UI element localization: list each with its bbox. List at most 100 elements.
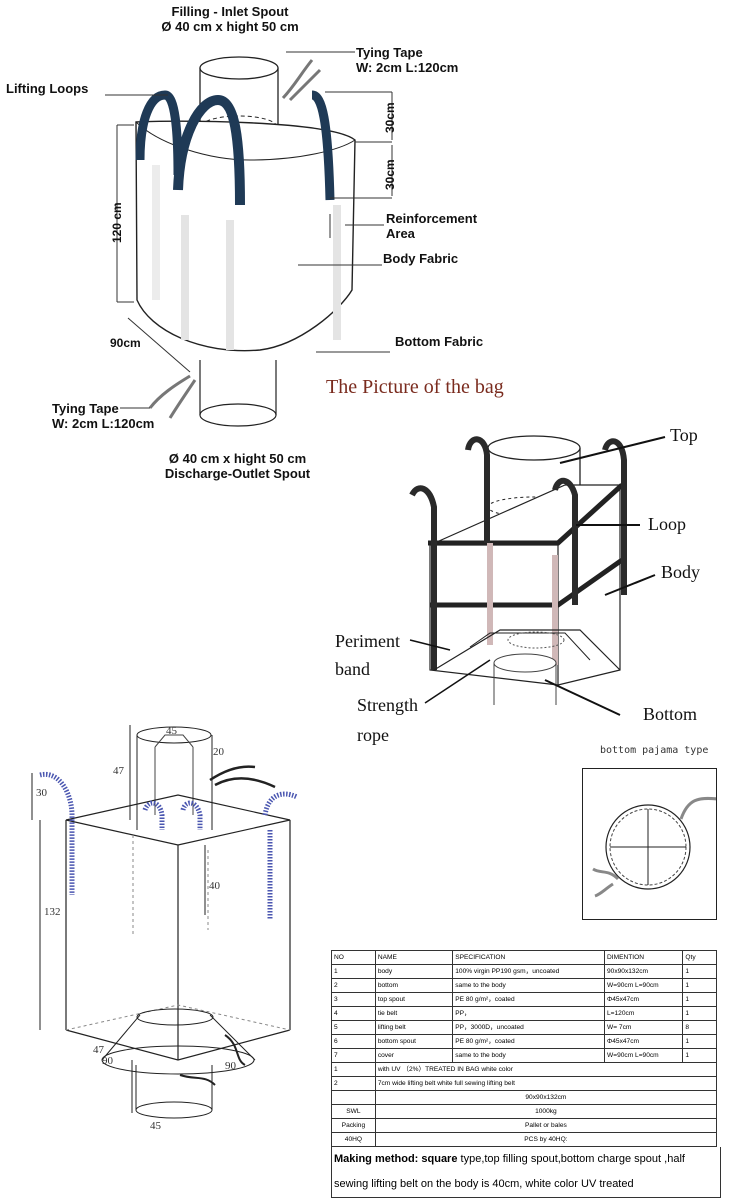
- label-top: Top: [670, 425, 698, 445]
- table-cell: 7cm wide lifting belt white full sewing …: [374, 1076, 718, 1091]
- reinforcement-label-area: Area: [386, 226, 415, 241]
- table-cell: 4: [331, 1006, 376, 1021]
- table-cell: bottom: [374, 978, 454, 993]
- bag-drawing-2: [409, 435, 666, 716]
- tying-tape-bottom-title: Tying Tape: [52, 401, 119, 416]
- table-cell: PP，3000D，uncoated: [452, 1020, 605, 1035]
- label-body: Body: [661, 562, 701, 582]
- making-method-text-1: type,top filling spout,bottom charge spo…: [457, 1153, 685, 1165]
- outlet-size: Ø 40 cm x hight 50 cm: [168, 451, 307, 466]
- tying-tape-top-title: Tying Tape: [356, 45, 423, 60]
- label-periment: Periment: [335, 631, 400, 651]
- dim-47-top: 47: [113, 765, 124, 777]
- table-header-cell: DIMENTION: [603, 950, 684, 965]
- table-cell: L=120cm: [603, 1006, 684, 1021]
- table-cell: 90x90x132cm: [603, 964, 684, 979]
- table-cell: with UV （2%）TREATED IN BAG white color: [374, 1062, 718, 1077]
- body-fabric-label: Body Fabric: [383, 251, 459, 266]
- dim-90: 90: [110, 336, 124, 350]
- table-cell: W= 7cm: [603, 1020, 684, 1035]
- table-cell: 6: [331, 1034, 376, 1049]
- table-cell: 1: [682, 964, 717, 979]
- table-cell: same to the body: [452, 1048, 605, 1063]
- table-cell: 100% virgin PP190 gsm，uncoated: [452, 964, 605, 979]
- dim-47-bottom: 47: [93, 1044, 104, 1056]
- table-cell: W=90cm L=90cm: [603, 978, 684, 993]
- bag-drawing-3: [31, 725, 299, 1119]
- table-cell: tie belt: [374, 1006, 454, 1021]
- table-cell: 1: [682, 978, 717, 993]
- label-strength-rope: rope: [357, 725, 389, 745]
- dim-30cm-upper: 30cm: [383, 102, 397, 133]
- table-cell: Pallet or bales: [374, 1118, 718, 1133]
- dim-30: 30: [36, 787, 47, 799]
- bag-diagram-labeled: Filling - Inlet Spout Ø 40 cm x hight 50…: [0, 0, 520, 490]
- table-cell: 2: [331, 978, 376, 993]
- inlet-title: Filling - Inlet Spout: [171, 4, 289, 19]
- dim-40: 40: [209, 880, 220, 892]
- pajama-diagram: [582, 768, 717, 920]
- picture-caption: The Picture of the bag: [326, 376, 504, 398]
- dim-45-top: 45: [166, 725, 177, 737]
- table-cell: 1: [682, 1034, 717, 1049]
- bag-drawing-1: [105, 51, 393, 427]
- table-header-cell: Qty: [682, 950, 717, 965]
- table-header-cell: NAME: [374, 950, 454, 965]
- table-cell: bottom spout: [374, 1034, 454, 1049]
- dim-90-right: 90: [225, 1060, 236, 1072]
- table-cell: 1000kg: [374, 1104, 718, 1119]
- making-method: Making method: square type,top filling s…: [331, 1147, 721, 1198]
- table-cell: 1: [331, 964, 376, 979]
- table-cell: PCS by 40HQ:: [374, 1132, 718, 1147]
- table-cell: SWL: [331, 1104, 376, 1119]
- table-header-row: NO NAME SPECIFICATION DIMENTION Qty: [331, 950, 717, 965]
- table-cell: 7: [331, 1048, 376, 1063]
- table-cell: Packing: [331, 1118, 376, 1133]
- table-cell: same to the body: [452, 978, 605, 993]
- dim-20: 20: [213, 746, 224, 758]
- pajama-label: bottom pajama type: [600, 745, 709, 756]
- dim-90-unit: cm: [123, 336, 141, 350]
- dim-132: 132: [44, 906, 61, 918]
- table-cell: PE 80 g/m²，coated: [452, 992, 605, 1007]
- making-method-label: Making method: square: [334, 1153, 458, 1165]
- table-cell: PE 80 g/m²，coated: [452, 1034, 605, 1049]
- bag-dimension-diagram: 45 20 47 30 40 132 47 90 90 45: [0, 715, 330, 1135]
- table-cell: 5: [331, 1020, 376, 1035]
- bag-structure-diagram: Top Loop Body Periment band Strength rop…: [330, 415, 750, 745]
- inlet-size: Ø 40 cm x hight 50 cm: [161, 19, 299, 34]
- table-cell: 1: [682, 992, 717, 1007]
- table-cell: lifting belt: [374, 1020, 454, 1035]
- label-periment-band: band: [335, 659, 370, 679]
- outlet-title: Discharge-Outlet Spout: [164, 466, 311, 481]
- dim-30cm-lower: 30cm: [383, 159, 397, 190]
- table-cell: 3: [331, 992, 376, 1007]
- table-cell: Φ45x47cm: [603, 992, 684, 1007]
- dim-90-left: 90: [102, 1055, 113, 1067]
- table-cell: Φ45x47cm: [603, 1034, 684, 1049]
- reinforcement-label: Reinforcement: [386, 211, 478, 226]
- bottom-fabric-label: Bottom Fabric: [395, 334, 484, 349]
- making-method-text-2: sewing lifting belt on the body is 40cm,…: [334, 1178, 634, 1190]
- label-bottom: Bottom: [643, 704, 698, 724]
- table-cell: 2: [331, 1076, 376, 1091]
- tying-tape-top-size: W: 2cm L:120cm: [356, 60, 459, 75]
- table-cell: 90x90x132cm: [374, 1090, 718, 1105]
- dim-120cm: 120 cm: [110, 202, 124, 243]
- table-cell: 1: [682, 1006, 717, 1021]
- label-strength: Strength: [357, 695, 418, 715]
- table-cell: 40HQ: [331, 1132, 376, 1147]
- tying-tape-bottom-size: W: 2cm L:120cm: [52, 416, 155, 431]
- table-size-row: 90x90x132cm: [331, 1090, 718, 1105]
